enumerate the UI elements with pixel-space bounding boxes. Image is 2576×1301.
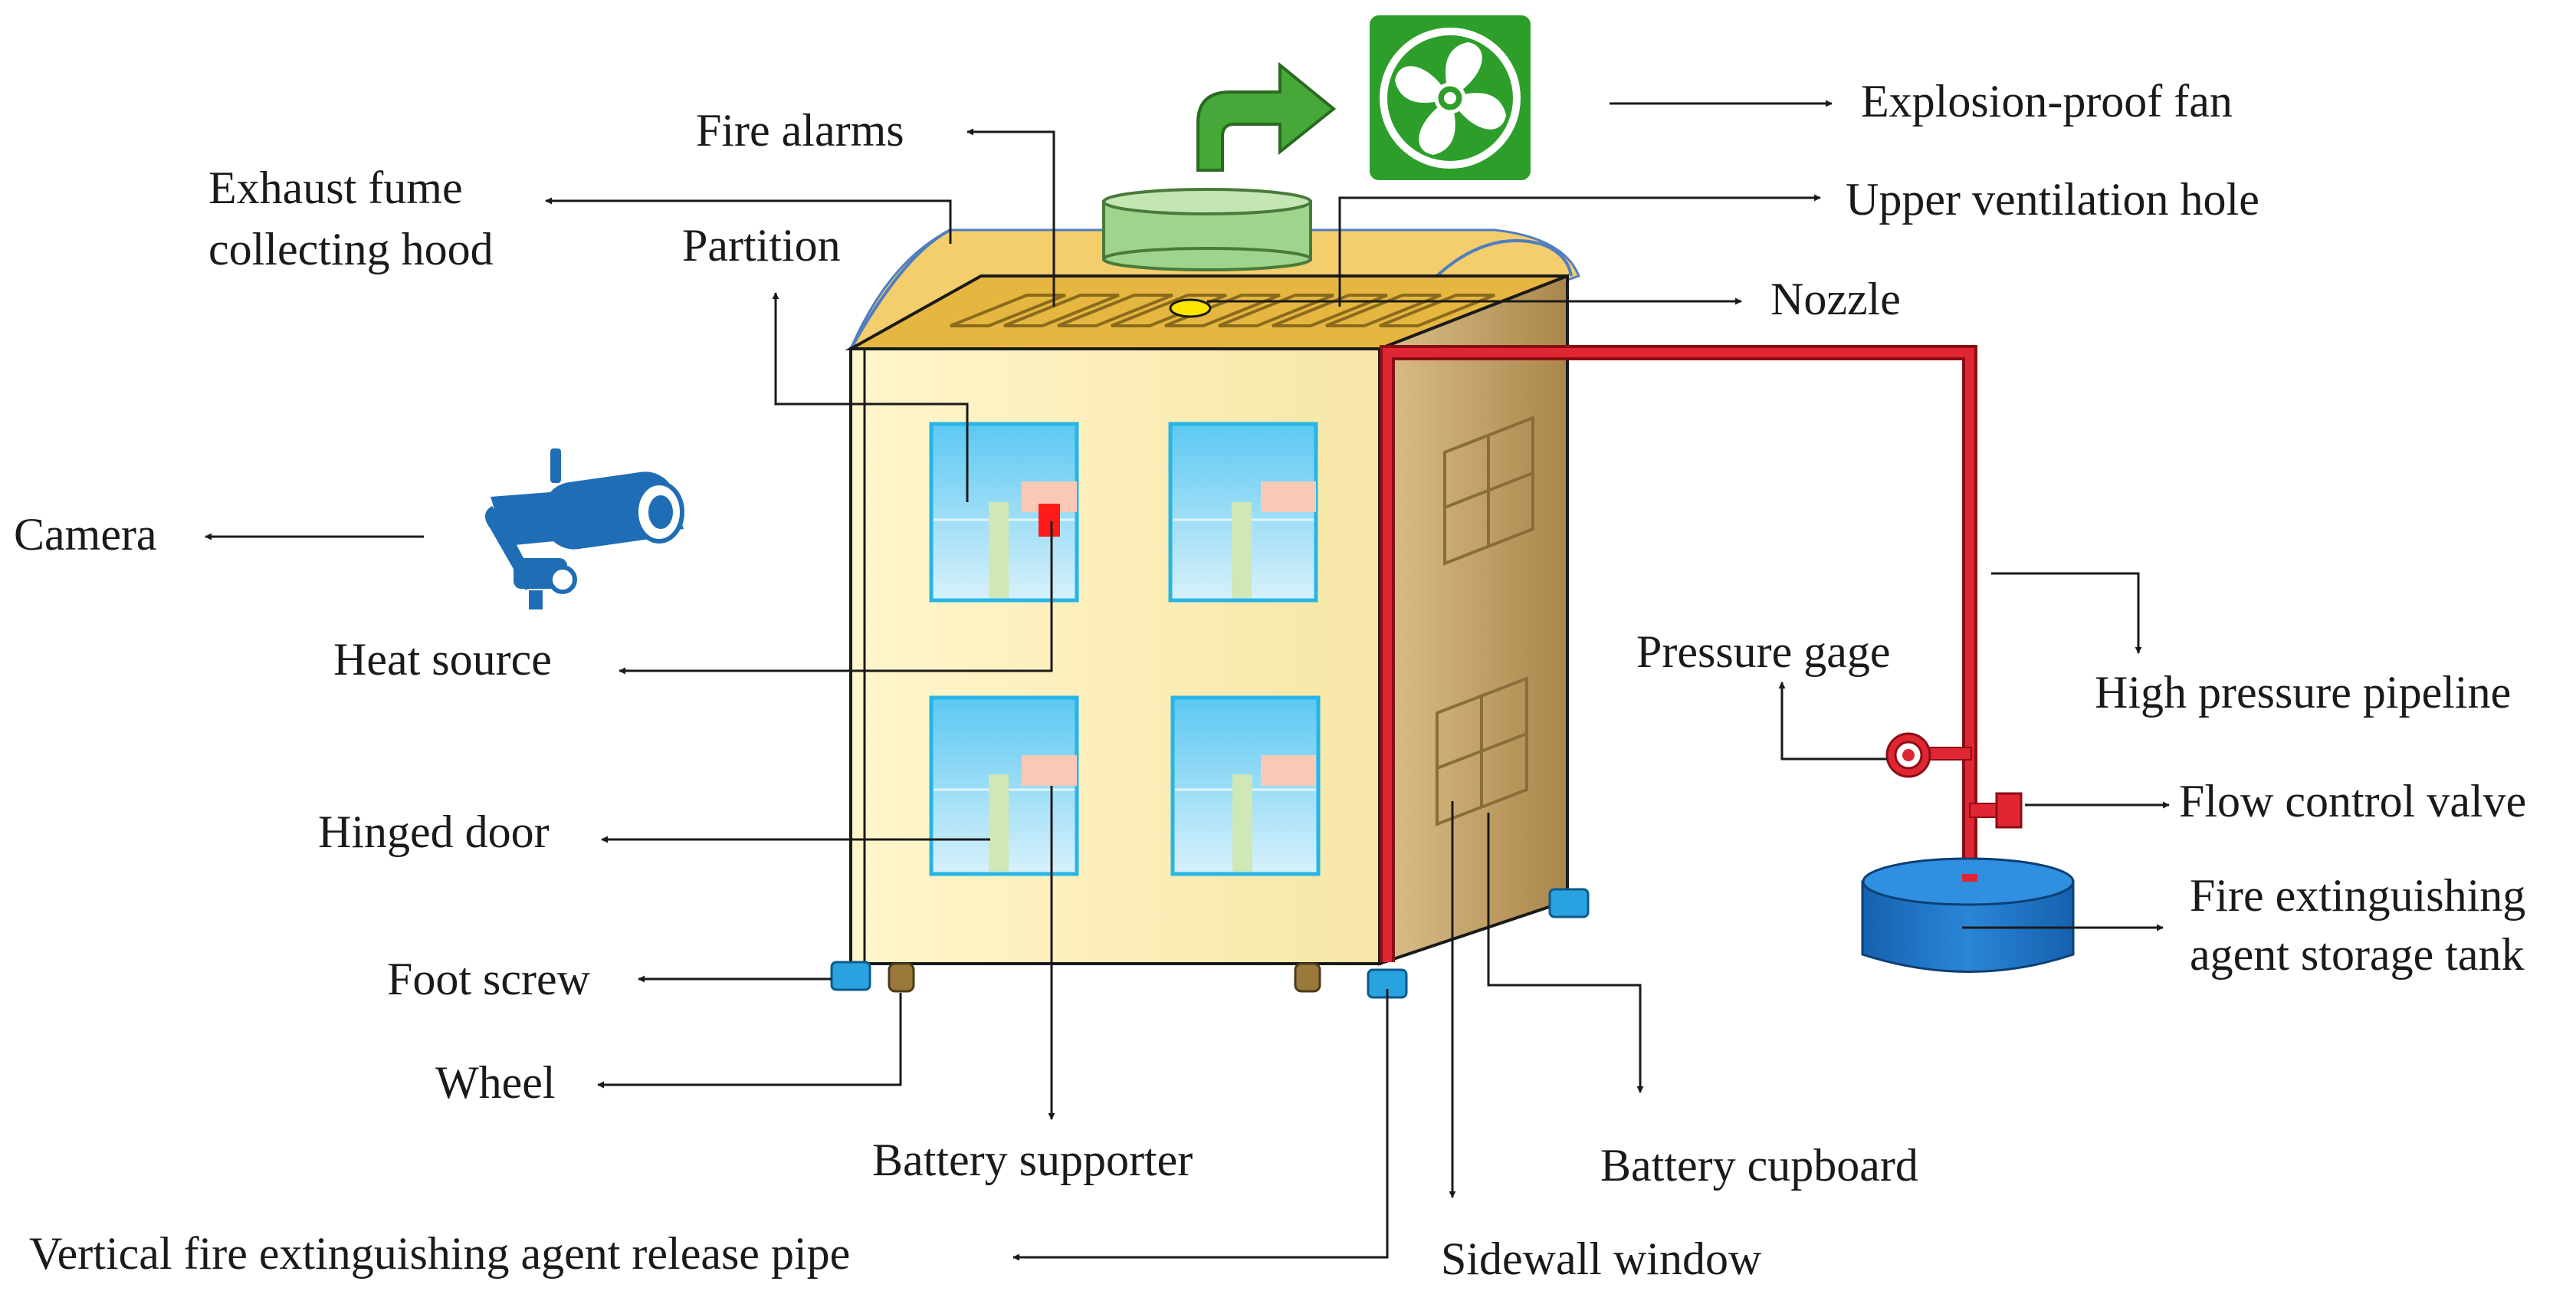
sidewall-window bbox=[1436, 416, 1534, 826]
window-bottom-left bbox=[929, 695, 1079, 876]
upper-ventilation-hole bbox=[950, 294, 1495, 327]
curved-arrow-icon bbox=[1196, 61, 1337, 172]
wheel bbox=[888, 962, 915, 993]
label-storage-tank-line2: agent storage tank bbox=[2190, 929, 2525, 980]
label-flow-control-valve: Flow control valve bbox=[2179, 776, 2526, 826]
label-upper-ventilation-hole: Upper ventilation hole bbox=[1846, 174, 2259, 225]
battery-cabinet bbox=[830, 188, 1590, 999]
label-battery-cupboard: Battery cupboard bbox=[1600, 1140, 1918, 1191]
window-top-right bbox=[1168, 422, 1318, 603]
label-partition: Partition bbox=[682, 220, 841, 271]
label-high-pressure-pipeline: High pressure pipeline bbox=[2095, 667, 2511, 718]
leader-lines bbox=[205, 100, 2170, 1261]
tank-icon bbox=[1861, 857, 2075, 973]
label-camera: Camera bbox=[14, 509, 157, 560]
labels: Explosion-proof fan Fire alarms Upper ve… bbox=[14, 76, 2526, 1284]
label-nozzle: Nozzle bbox=[1770, 274, 1901, 324]
nozzle bbox=[1169, 298, 1212, 318]
wheels bbox=[888, 962, 1321, 993]
label-pressure-gage: Pressure gage bbox=[1636, 626, 1891, 677]
valve-icon bbox=[1969, 792, 2023, 829]
label-foot-screw: Foot screw bbox=[387, 954, 591, 1004]
foot-screw bbox=[830, 961, 871, 991]
label-storage-tank-line1: Fire extinguishing bbox=[2190, 870, 2525, 921]
label-sidewall-window: Sidewall window bbox=[1441, 1234, 1762, 1284]
label-battery-supporter: Battery supporter bbox=[872, 1135, 1193, 1185]
fan-icon bbox=[1370, 15, 1531, 180]
label-exhaust-fume-line2: collecting hood bbox=[208, 224, 494, 274]
heat-source bbox=[1039, 504, 1060, 537]
window-top-left bbox=[929, 422, 1079, 603]
fan-housing bbox=[1102, 188, 1312, 271]
label-explosion-proof-fan: Explosion-proof fan bbox=[1861, 76, 2233, 126]
battery-cupboard-side bbox=[1378, 274, 1569, 966]
label-fire-alarms: Fire alarms bbox=[696, 105, 904, 156]
label-wheel: Wheel bbox=[435, 1057, 556, 1108]
label-release-pipe: Vertical fire extinguishing agent releas… bbox=[29, 1228, 850, 1279]
window-bottom-right bbox=[1170, 695, 1321, 876]
hinged-door-windows bbox=[929, 422, 1321, 876]
label-hinged-door: Hinged door bbox=[318, 807, 550, 857]
label-exhaust-fume-line1: Exhaust fume bbox=[208, 163, 463, 213]
pressure-gauge-icon bbox=[1885, 732, 1972, 778]
camera-icon bbox=[484, 448, 684, 609]
foot-screws bbox=[830, 888, 1590, 999]
label-heat-source: Heat source bbox=[333, 634, 552, 685]
